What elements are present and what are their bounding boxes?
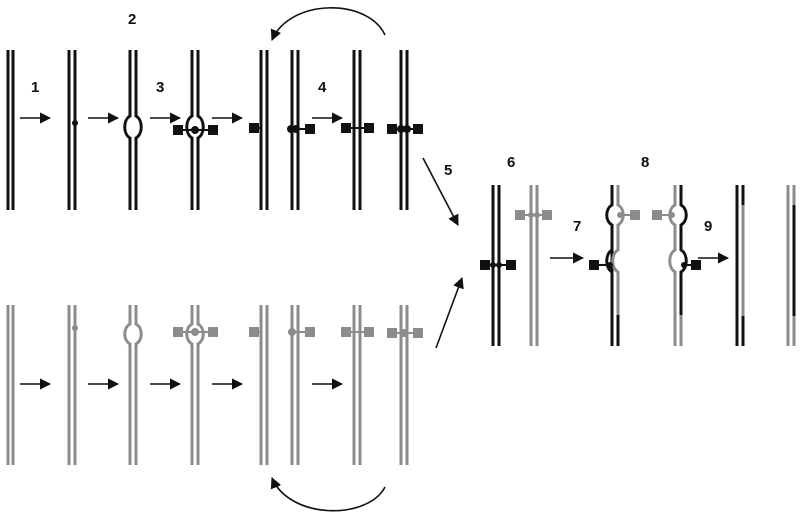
top-row — [6, 50, 409, 210]
step-label-1: 1 — [31, 79, 39, 96]
dot-icon — [496, 262, 502, 268]
exchange-markers — [589, 210, 701, 270]
square-marker-icon — [305, 327, 315, 337]
square-marker-icon — [208, 125, 218, 135]
step-label-7: 7 — [573, 218, 581, 235]
dot-icon — [400, 329, 408, 337]
top-arrows — [20, 7, 386, 124]
bottom-stage-1-duplex — [6, 305, 15, 465]
exchange-duplexes — [605, 185, 688, 346]
square-marker-icon — [173, 125, 183, 135]
dot-icon — [490, 262, 496, 268]
step-label-9: 9 — [704, 218, 712, 235]
square-marker-icon — [364, 327, 374, 337]
square-marker-icon — [413, 124, 423, 134]
square-marker-icon — [364, 123, 374, 133]
step-label-5: 5 — [444, 162, 452, 179]
recombinant-products — [735, 185, 796, 346]
square-marker-icon — [506, 260, 516, 270]
top-stage-1-duplex — [6, 50, 15, 210]
square-marker-icon — [630, 210, 640, 220]
dot-icon — [534, 212, 540, 218]
top-stage-7-duplex — [352, 50, 362, 210]
bottom-row — [6, 305, 409, 465]
bottom-stage-2-duplex — [67, 305, 77, 465]
square-marker-icon — [341, 123, 351, 133]
square-marker-icon — [249, 123, 259, 133]
square-marker-icon — [542, 210, 552, 220]
square-marker-icon — [413, 328, 423, 338]
square-marker-icon — [341, 327, 351, 337]
dot-icon — [607, 262, 613, 268]
bottom-stage-4-bubble-duplex — [185, 305, 205, 465]
square-marker-icon — [249, 327, 259, 337]
square-marker-icon — [173, 327, 183, 337]
dot-icon — [528, 212, 534, 218]
bottom-arrows — [20, 378, 386, 512]
dot-icon — [288, 328, 296, 336]
arrow-icon — [422, 157, 459, 226]
square-marker-icon — [691, 260, 701, 270]
pairing-markers — [480, 210, 552, 270]
arrow-icon — [435, 276, 464, 349]
bottom-stage-5-duplex — [259, 305, 269, 465]
step-label-6: 6 — [507, 154, 515, 171]
top-nick-dot-icon — [72, 120, 78, 126]
top-stage-3-bubble-duplex — [123, 50, 143, 210]
dot-icon — [681, 262, 687, 268]
curved-arrow-icon — [270, 7, 386, 42]
top-stage-5-duplex — [259, 50, 269, 210]
bottom-stage-3-bubble-duplex — [123, 305, 143, 465]
dot-icon — [292, 125, 300, 133]
step-label-4: 4 — [318, 79, 327, 96]
dot-icon — [191, 126, 199, 134]
top-markers — [173, 123, 423, 135]
step-label-2: 2 — [128, 11, 136, 28]
square-marker-icon — [305, 124, 315, 134]
dot-icon — [403, 125, 411, 133]
square-marker-icon — [387, 124, 397, 134]
square-marker-icon — [208, 327, 218, 337]
step-label-3: 3 — [156, 79, 164, 96]
bottom-nick-dot-icon — [72, 325, 78, 331]
step-labels: 1 2 3 4 5 6 7 8 9 — [31, 11, 712, 235]
dot-icon — [669, 212, 675, 218]
curved-arrow-icon — [270, 476, 386, 512]
dot-icon — [191, 328, 199, 336]
top-stage-2-duplex — [67, 50, 77, 210]
dot-icon — [617, 212, 623, 218]
square-marker-icon — [480, 260, 490, 270]
square-marker-icon — [387, 328, 397, 338]
step-label-8: 8 — [641, 154, 649, 171]
top-stage-4-bubble-duplex — [185, 50, 205, 210]
converging-arrows — [422, 157, 464, 349]
bottom-stage-7-duplex — [352, 305, 362, 465]
square-marker-icon — [652, 210, 662, 220]
square-marker-icon — [589, 260, 599, 270]
bottom-markers — [173, 327, 423, 338]
square-marker-icon — [515, 210, 525, 220]
